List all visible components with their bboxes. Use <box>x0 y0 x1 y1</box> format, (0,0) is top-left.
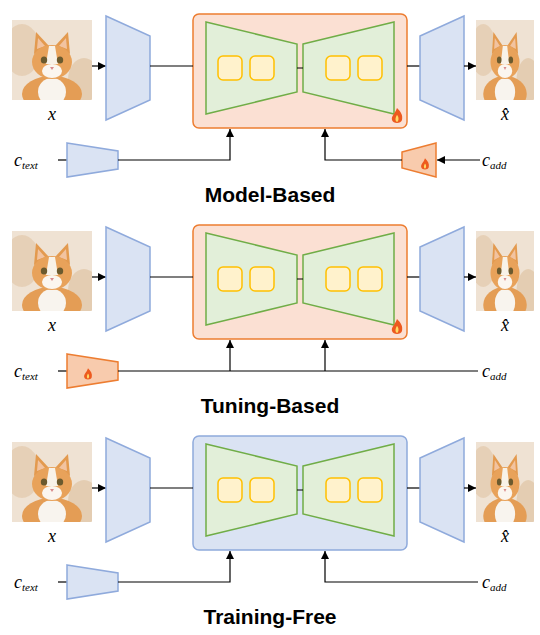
image-panel: x̂ <box>476 20 534 100</box>
image-symbol: x̂ <box>466 315 540 335</box>
frozen-model-box <box>193 436 407 550</box>
image-panel: x <box>12 442 92 522</box>
text-encoder <box>67 143 118 177</box>
image-panel: x <box>12 231 92 311</box>
text-encoder <box>67 354 118 388</box>
wire <box>437 159 480 160</box>
wire <box>229 340 230 371</box>
unet-symbol <box>206 22 394 114</box>
flame-icon <box>84 368 92 379</box>
flame-icon <box>392 108 402 123</box>
image-symbol: x <box>2 526 102 546</box>
pipeline-art <box>4 227 540 371</box>
trainable-model-box <box>193 14 407 128</box>
panel-title: Model-Based <box>0 182 540 208</box>
wire <box>324 340 325 371</box>
wire <box>118 551 230 582</box>
trainable-model-box <box>193 225 407 339</box>
unet-symbol <box>206 444 394 536</box>
condition-symbol: cadd <box>482 150 538 175</box>
image-symbol: x̂ <box>466 526 540 546</box>
tuning-based-panel <box>4 225 540 388</box>
pipeline-art <box>4 438 540 582</box>
panel-title: Training-Free <box>0 604 540 630</box>
flame-icon <box>392 319 402 334</box>
wire <box>325 551 478 582</box>
panel-title: Tuning-Based <box>0 393 540 419</box>
condition-encoder <box>402 143 436 177</box>
training-free-panel <box>4 436 540 599</box>
wire <box>118 129 230 160</box>
wire <box>118 370 478 371</box>
image-symbol: x <box>2 315 102 335</box>
condition-symbol: ctext <box>14 572 58 597</box>
pipeline-art <box>4 16 540 160</box>
condition-symbol: cadd <box>482 361 538 386</box>
unet-symbol <box>206 233 394 325</box>
text-encoder <box>67 565 118 599</box>
image-panel: x̂ <box>476 442 534 522</box>
condition-symbol: ctext <box>14 361 58 386</box>
image-panel: x <box>12 20 92 100</box>
image-panel: x̂ <box>476 231 534 311</box>
condition-symbol: ctext <box>14 150 58 175</box>
flame-icon <box>421 158 429 169</box>
condition-symbol: cadd <box>482 572 538 597</box>
image-symbol: x <box>2 104 102 124</box>
wire <box>325 129 402 160</box>
image-symbol: x̂ <box>466 104 540 124</box>
model-based-panel <box>4 14 540 177</box>
